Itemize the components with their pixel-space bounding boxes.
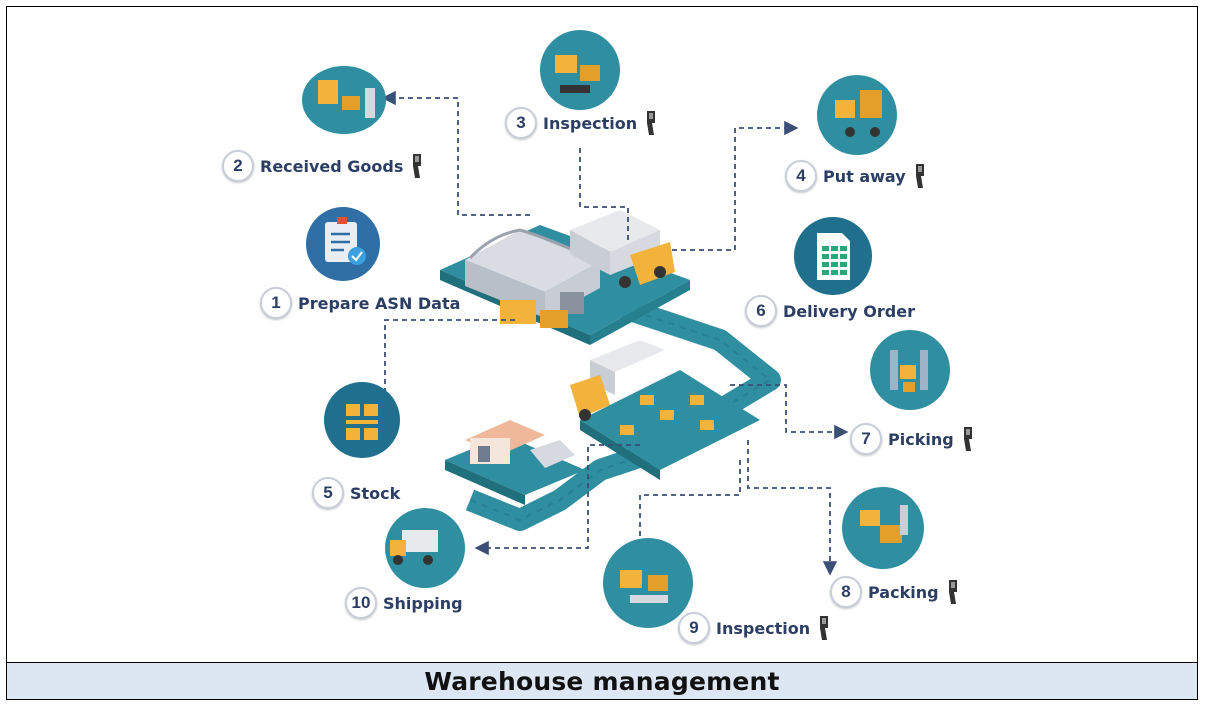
- store-platform: [445, 420, 585, 505]
- barcode-scanner-icon: [963, 427, 972, 451]
- connector-stock: [384, 319, 515, 392]
- step-icon-shipping: [385, 508, 465, 588]
- step-label-10: 10 Shipping: [345, 587, 463, 619]
- distribution-platform: [570, 340, 760, 480]
- step-label-text: Shipping: [383, 593, 463, 613]
- step-icon-inspection-bottom: [603, 538, 693, 628]
- step-icon-packing: [842, 487, 924, 569]
- connector-put-away: [672, 120, 799, 251]
- step-label-text: Put away: [823, 166, 906, 186]
- step-label-text: Inspection: [716, 618, 811, 638]
- step-icon-received-goods: [302, 66, 386, 134]
- step-icon-inspection-top: [540, 30, 620, 110]
- step-icon-put-away: [817, 75, 897, 155]
- connector-inspection-top: [579, 145, 629, 240]
- barcode-scanner-icon: [647, 111, 656, 135]
- step-label-3: 3 Inspection: [505, 107, 659, 139]
- connector-shipping: [474, 444, 640, 556]
- step-icon-prepare-asn: [306, 207, 380, 281]
- barcode-scanner-icon: [820, 616, 829, 640]
- step-label-9: 9 Inspection: [678, 612, 832, 644]
- step-label-8: 8 Packing: [830, 576, 961, 608]
- connector-picking: [730, 384, 849, 440]
- step-label-4: 4 Put away: [785, 160, 928, 192]
- step-label-text: Stock: [350, 483, 401, 503]
- barcode-scanner-icon: [413, 154, 422, 178]
- step-label-text: Prepare ASN Data: [298, 293, 461, 313]
- barcode-scanner-icon: [948, 580, 957, 604]
- step-number-badge: 10: [345, 587, 377, 619]
- flow-connectors: [381, 90, 849, 576]
- step-label-text: Delivery Order: [783, 301, 915, 321]
- step-number-badge: 3: [505, 107, 537, 139]
- barcode-scanner-icon: [915, 164, 924, 188]
- step-label-text: Received Goods: [260, 156, 404, 176]
- step-label-7: 7 Picking: [850, 423, 976, 455]
- step-label-1: 1 Prepare ASN Data: [260, 287, 460, 319]
- step-number-badge: 2: [222, 150, 254, 182]
- step-label-6: 6 Delivery Order: [745, 295, 915, 327]
- connector-inspection-bottom: [639, 460, 741, 540]
- step-label-2: 2 Received Goods: [222, 150, 425, 182]
- truck-top-icon: [570, 210, 675, 288]
- step-label-5: 5 Stock: [312, 477, 400, 509]
- step-number-badge: 5: [312, 477, 344, 509]
- step-icon-picking: [870, 330, 950, 410]
- step-label-text: Packing: [868, 582, 939, 602]
- step-icon-stock: [324, 382, 400, 458]
- step-number-badge: 1: [260, 287, 292, 319]
- caption-bar: Warehouse management: [6, 662, 1198, 700]
- connector-received-goods: [381, 90, 530, 216]
- step-label-text: Inspection: [543, 113, 638, 133]
- step-number-badge: 8: [830, 576, 862, 608]
- step-label-text: Picking: [888, 429, 954, 449]
- step-number-badge: 6: [745, 295, 777, 327]
- step-number-badge: 9: [678, 612, 710, 644]
- diagram-caption: Warehouse management: [424, 666, 780, 696]
- step-number-badge: 4: [785, 160, 817, 192]
- step-number-badge: 7: [850, 423, 882, 455]
- connector-packing: [747, 440, 838, 576]
- step-icon-delivery-order: [794, 217, 872, 295]
